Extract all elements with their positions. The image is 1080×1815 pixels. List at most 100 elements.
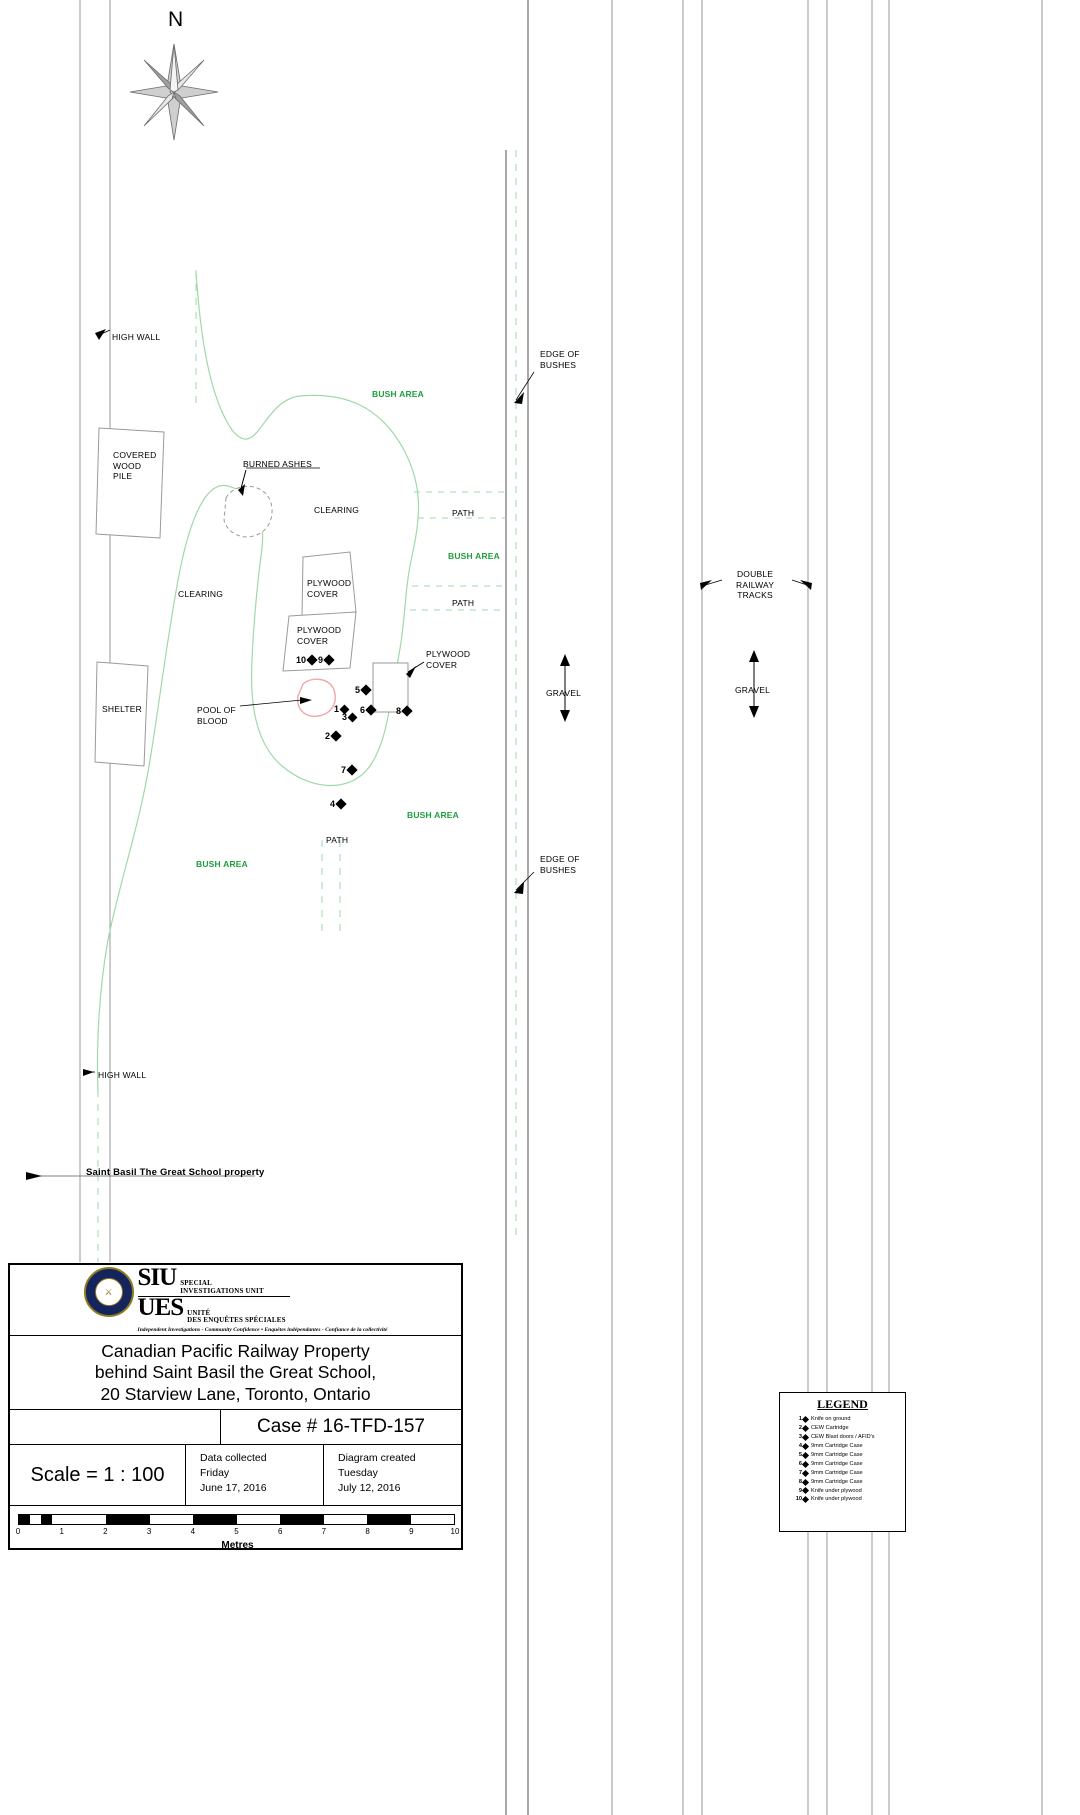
scale-bar-tick: 1 xyxy=(59,1527,64,1537)
scale-bar-segment xyxy=(323,1515,367,1525)
scale-bar-unit: Metres xyxy=(221,1540,254,1552)
scale-bar-tick: 3 xyxy=(146,1527,152,1537)
legend-item-label: Knife under plywood xyxy=(811,1487,862,1494)
scale-bar-segment xyxy=(149,1515,193,1525)
legend-diamond-icon xyxy=(801,1415,810,1424)
diagram-title-line-3: 20 Starview Lane, Toronto, Ontario xyxy=(100,1383,371,1404)
case-row-spacer xyxy=(10,1410,221,1445)
label-edge-of-bushes-bottom: EDGE OF BUSHES xyxy=(540,854,580,875)
legend-item-number: 10 xyxy=(795,1496,802,1503)
diagram-created-heading: Diagram created xyxy=(338,1452,416,1465)
label-path-upper: PATH xyxy=(452,508,475,518)
data-collected-block: Data collected Friday June 17, 2016 xyxy=(186,1445,324,1506)
evidence-marker-10-number: 10 xyxy=(296,655,307,665)
legend-item-number: 1 xyxy=(798,1416,802,1422)
label-shelter: SHELTER xyxy=(102,704,142,714)
evidence-marker-6-number: 6 xyxy=(360,705,366,715)
legend-item-label: 9mm Cartridge Case xyxy=(811,1442,863,1449)
scale-bar-tick: 4 xyxy=(190,1527,196,1537)
scale-bar-tick: 6 xyxy=(277,1527,283,1537)
scale-bar-tick: 7 xyxy=(321,1527,327,1537)
scale-bar-segment xyxy=(193,1515,237,1525)
siu-name-fr-line1: UNITÉ xyxy=(187,1309,211,1317)
scale-bar-segment xyxy=(19,1515,30,1525)
legend-diamond-icon xyxy=(801,1460,810,1468)
scale-bar-tick: 2 xyxy=(103,1527,108,1537)
evidence-diamond-icon xyxy=(360,684,372,696)
scale-bar-tick: 8 xyxy=(365,1527,370,1537)
info-row: Scale = 1 : 100 Data collected Friday Ju… xyxy=(10,1445,461,1507)
siu-divider xyxy=(137,1296,290,1297)
label-high-wall-top: HIGH WALL xyxy=(112,332,161,342)
evidence-marker-9: 9 xyxy=(318,654,335,666)
evidence-marker-5-number: 5 xyxy=(355,685,361,695)
evidence-marker-3: 3 xyxy=(342,712,358,723)
evidence-diamond-icon xyxy=(335,798,347,810)
legend-diamond-icon xyxy=(801,1478,810,1486)
label-plywood-cover-3: PLYWOOD COVER xyxy=(426,649,471,670)
evidence-marker-1-number: 1 xyxy=(334,704,340,714)
scale-bar-tick: 10 xyxy=(450,1527,460,1537)
label-bush-area-bottom-left: BUSH AREA xyxy=(196,859,249,869)
label-gravel-left: GRAVEL xyxy=(546,688,582,698)
evidence-marker-7-number: 7 xyxy=(341,765,347,775)
siu-acronym-en: SIU xyxy=(137,1264,178,1292)
label-bush-area-top: BUSH AREA xyxy=(372,389,425,399)
diagram-created-block: Diagram created Tuesday July 12, 2016 xyxy=(324,1445,461,1505)
evidence-diamond-icon xyxy=(401,705,413,717)
label-bush-area-lower: BUSH AREA xyxy=(407,810,460,820)
evidence-marker-8-number: 8 xyxy=(396,706,402,716)
evidence-marker-4-number: 4 xyxy=(330,799,336,809)
siu-seal-crest-icon: ⚔ xyxy=(94,1278,123,1307)
case-row: Case # 16-TFD-157 xyxy=(10,1410,461,1446)
legend-item-number: 6 xyxy=(798,1460,802,1467)
compass-north-label: N xyxy=(168,8,184,31)
label-burned-ashes: BURNED ASHES xyxy=(243,459,313,469)
diagram-title: Canadian Pacific Railway Property behind… xyxy=(10,1336,461,1411)
evidence-diamond-icon xyxy=(346,764,358,776)
scale-bar-tick: 0 xyxy=(15,1527,21,1537)
evidence-marker-7: 7 xyxy=(341,764,358,776)
label-bush-area-mid: BUSH AREA xyxy=(448,551,501,561)
label-clearing-left: CLEARING xyxy=(178,589,224,599)
scale-bar-segment xyxy=(236,1515,280,1525)
evidence-marker-6: 6 xyxy=(360,704,377,716)
evidence-marker-10: 10 xyxy=(296,654,318,666)
diagram-created-date: July 12, 2016 xyxy=(338,1482,401,1495)
evidence-marker-2-number: 2 xyxy=(325,731,331,741)
label-plywood-cover-2: PLYWOOD COVER xyxy=(297,625,342,646)
data-collected-heading: Data collected xyxy=(200,1452,267,1465)
legend-diamond-icon xyxy=(801,1433,810,1441)
data-collected-date: June 17, 2016 xyxy=(200,1482,267,1495)
legend-item-label: CEW Blast doors / AFID's xyxy=(811,1433,875,1440)
legend-item-label: Knife on ground xyxy=(811,1416,851,1422)
evidence-diamond-icon xyxy=(306,654,318,666)
title-block: ⚔ SIU SPECIAL INVESTIGATIONS UNIT UES xyxy=(8,1263,465,1552)
legend-item-label: 9mm Cartridge Case xyxy=(811,1451,863,1458)
siu-acronym-fr: UES xyxy=(137,1294,185,1321)
scale-value: Scale = 1 : 100 xyxy=(10,1445,186,1506)
legend-heading: LEGEND xyxy=(817,1397,868,1411)
legend-diamond-icon xyxy=(801,1451,810,1459)
data-collected-day: Friday xyxy=(200,1467,230,1480)
scale-bar-segment xyxy=(51,1515,63,1525)
legend-item-1: 1 Knife on ground xyxy=(783,1415,902,1424)
evidence-diamond-icon xyxy=(323,654,335,666)
scale-bar-segment xyxy=(62,1515,106,1525)
evidence-marker-1: 1 xyxy=(334,704,350,715)
legend-item-number: 7 xyxy=(798,1469,802,1476)
evidence-marker-5: 5 xyxy=(355,684,372,696)
label-edge-of-bushes-top: EDGE OF BUSHES xyxy=(540,349,580,370)
legend-item-label: CEW Cartridge xyxy=(811,1424,849,1431)
scale-bar-segment xyxy=(410,1515,454,1525)
